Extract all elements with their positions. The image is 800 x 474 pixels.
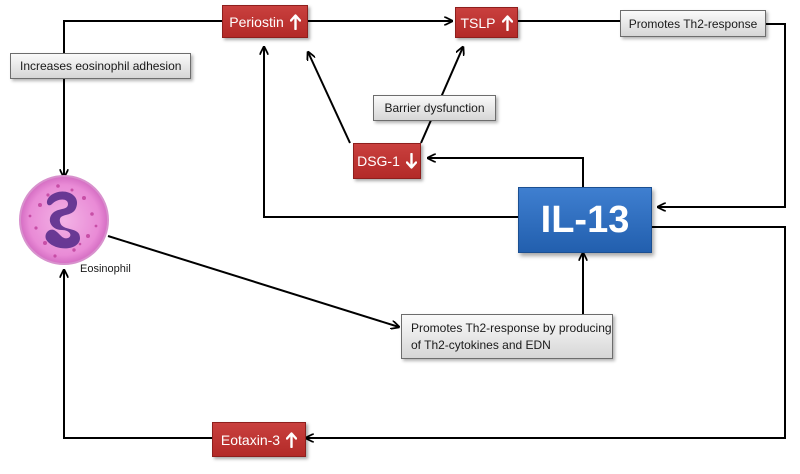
eosinophil-cell	[19, 175, 109, 265]
arrow-il13-to-periostin	[264, 47, 518, 218]
eotaxin3-label: Eotaxin-3	[220, 431, 281, 448]
up-arrow-icon	[501, 14, 513, 31]
node-promotes-th2-cytokines: Promotes Th2-response by producing of Th…	[401, 314, 613, 359]
arrow-il13-to-eotaxin3	[306, 226, 786, 438]
up-arrow-icon	[286, 431, 298, 448]
node-dsg1: DSG-1	[353, 143, 421, 179]
arrow-th2-to-il13	[658, 23, 786, 207]
arrow-periostin-to-eosinophil	[64, 20, 222, 177]
th2-top-label: Promotes Th2-response	[628, 16, 758, 31]
tslp-label: TSLP	[460, 14, 496, 31]
il13-label: IL-13	[540, 198, 630, 241]
down-arrow-icon	[405, 153, 417, 169]
eosinophil-nucleus	[45, 191, 80, 249]
node-tslp: TSLP	[455, 7, 518, 38]
eosinophil-label: Eosinophil	[80, 263, 131, 275]
adhesion-label: Increases eosinophil adhesion	[20, 59, 182, 73]
node-periostin: Periostin	[222, 5, 308, 38]
node-eotaxin3: Eotaxin-3	[212, 422, 306, 457]
node-il13: IL-13	[518, 187, 652, 253]
th2-bottom-line2: of Th2-cytokines and EDN	[411, 337, 551, 352]
node-promotes-th2-response: Promotes Th2-response	[620, 10, 766, 37]
arrow-dsg1-to-periostin	[308, 52, 351, 144]
arrow-il13-to-dsg1	[428, 158, 584, 187]
dsg1-label: DSG-1	[357, 153, 400, 169]
arrow-eosinophil-to-th2	[107, 235, 399, 327]
arrow-eotaxin3-to-eosinophil	[64, 270, 212, 439]
barrier-label: Barrier dysfunction	[384, 101, 485, 115]
th2-bottom-line1: Promotes Th2-response by producing	[411, 320, 612, 335]
node-increases-eosinophil-adhesion: Increases eosinophil adhesion	[10, 53, 191, 79]
up-arrow-icon	[289, 13, 301, 30]
periostin-label: Periostin	[229, 13, 284, 30]
node-barrier-dysfunction: Barrier dysfunction	[373, 95, 496, 121]
